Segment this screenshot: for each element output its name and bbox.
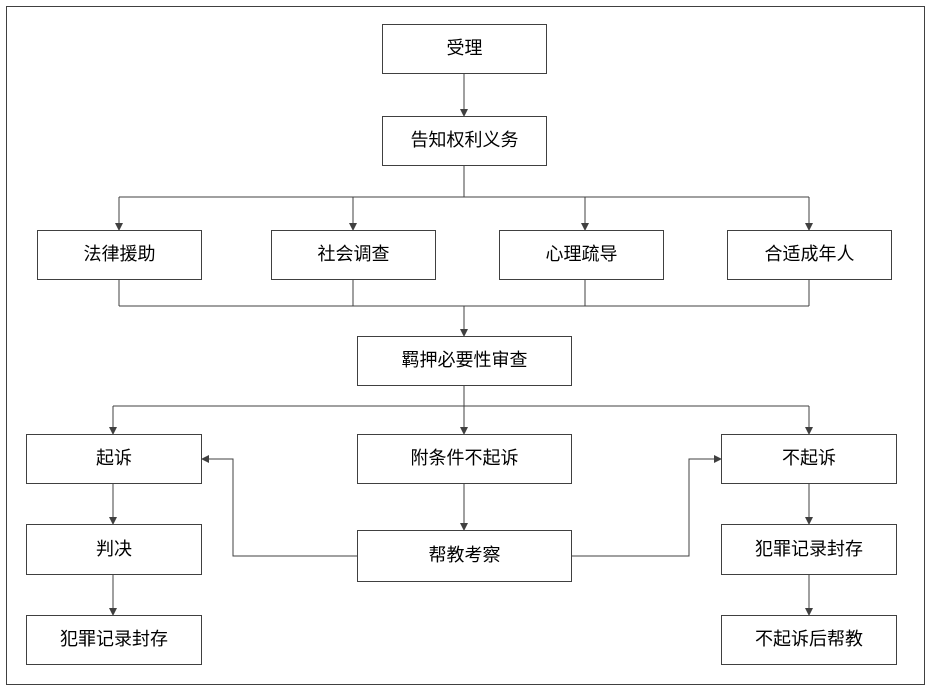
node-post-help: 不起诉后帮教 — [721, 615, 897, 665]
node-conditional-nonprosecution: 附条件不起诉 — [357, 434, 572, 484]
node-record-seal-right: 犯罪记录封存 — [721, 524, 897, 575]
node-legal-aid: 法律援助 — [37, 230, 202, 280]
node-inform-rights: 告知权利义务 — [382, 116, 547, 166]
diagram-frame — [6, 6, 925, 685]
arrow-help-to-nonprosecution — [572, 455, 722, 557]
node-record-seal-left: 犯罪记录封存 — [26, 615, 202, 665]
node-social-survey: 社会调查 — [271, 230, 436, 280]
node-nonprosecution: 不起诉 — [721, 434, 897, 484]
arrow-help-to-prosecute — [201, 455, 357, 557]
node-prosecute: 起诉 — [26, 434, 202, 484]
node-psych-counsel: 心理疏导 — [499, 230, 664, 280]
node-detention-review: 羁押必要性审查 — [357, 336, 572, 386]
node-judgment: 判决 — [26, 524, 202, 575]
node-accept: 受理 — [382, 24, 547, 74]
node-adult-present: 合适成年人 — [727, 230, 892, 280]
node-help-supervise: 帮教考察 — [357, 530, 572, 582]
